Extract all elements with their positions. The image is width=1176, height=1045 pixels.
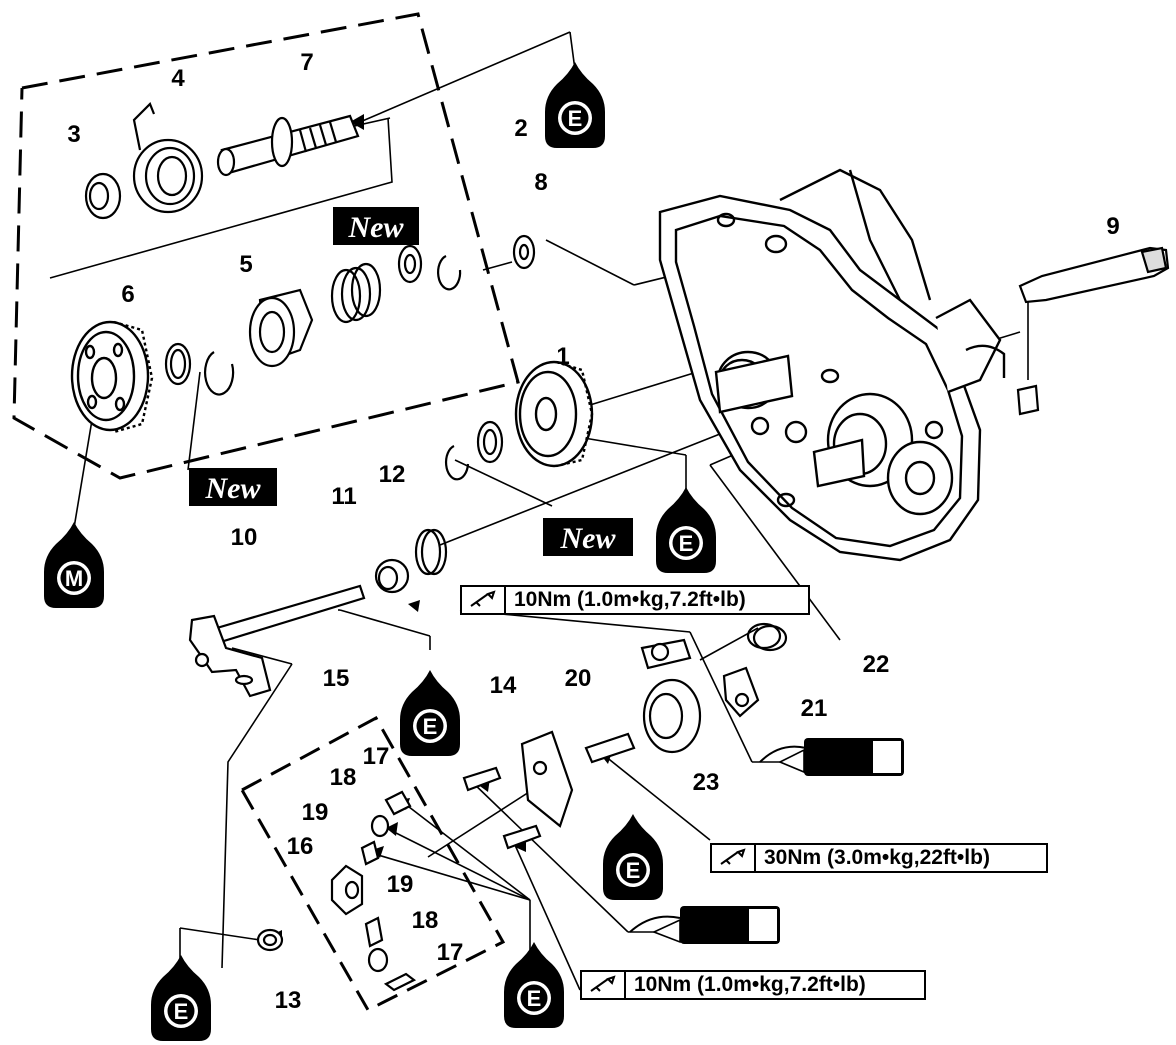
- torque-wrench-icon: [462, 587, 506, 613]
- part-rings: [164, 234, 536, 481]
- svg-text:E: E: [679, 531, 694, 556]
- locking-agent-tube-icon-1: [759, 738, 904, 776]
- part-number-19a: 19: [302, 799, 329, 826]
- part-number-19b: 19: [387, 871, 414, 898]
- torque-spec-box-1: 10Nm (1.0m•kg,7.2ft•lb): [460, 585, 810, 615]
- torque-spec-box-2: 30Nm (3.0m•kg,22ft•lb): [710, 843, 1048, 873]
- part-number-13: 13: [275, 987, 302, 1014]
- part-number-8: 8: [534, 169, 547, 196]
- part-1-gear: [514, 360, 594, 468]
- part-4-spring: [132, 102, 204, 214]
- part-number-5: 5: [239, 251, 252, 278]
- part-number-7: 7: [300, 49, 313, 76]
- engine-oil-icon-1: E: [545, 30, 605, 148]
- assembly-outline-2: [12, 12, 520, 480]
- torque-wrench-icon: [582, 972, 626, 998]
- part-number-11: 11: [331, 483, 356, 510]
- torque-spec-text-2: 30Nm (3.0m•kg,22ft•lb): [764, 846, 990, 869]
- svg-text:E: E: [527, 986, 542, 1011]
- svg-text:E: E: [423, 714, 438, 739]
- svg-text:New: New: [560, 522, 617, 555]
- assembly-outline-15: [239, 715, 506, 1012]
- part-number-10: 10: [231, 524, 258, 551]
- part-number-22: 22: [863, 651, 890, 678]
- part-number-12: 12: [379, 461, 406, 488]
- leader-lines: [49, 31, 1029, 991]
- crankcase: [658, 168, 1006, 562]
- part-number-23: 23: [693, 769, 720, 796]
- new-label-c: New: [543, 518, 633, 556]
- svg-text:E: E: [626, 858, 641, 883]
- part-spring-stack: [330, 262, 382, 324]
- part-6-gear: [70, 320, 154, 434]
- engine-oil-icon-3: E: [400, 638, 460, 756]
- part-number-1: 1: [556, 343, 569, 370]
- part-number-9: 9: [1106, 213, 1119, 240]
- part-10-shaft: [188, 584, 366, 698]
- molybdenum-grease-icon: M: [44, 490, 104, 608]
- parts-cluster-15: [256, 790, 417, 992]
- torque-spec-box-3: 10Nm (1.0m•kg,7.2ft•lb): [580, 970, 926, 1000]
- torque-spec-text-1: 10Nm (1.0m•kg,7.2ft•lb): [514, 588, 746, 611]
- part-number-2: 2: [514, 115, 527, 142]
- parts-cluster-lower: [462, 622, 788, 850]
- svg-text:E: E: [568, 106, 583, 131]
- part-number-20: 20: [565, 665, 592, 692]
- part-number-15: 15: [323, 665, 350, 692]
- part-3-collar: [84, 172, 122, 220]
- locking-agent-tube-icon-2: [629, 906, 780, 944]
- svg-text:E: E: [174, 999, 189, 1024]
- part-number-labels: 1 2 3 4 5 6 7 8 9 10 11 12 13 14 15 16 1…: [67, 49, 1119, 1014]
- part-number-18a: 18: [330, 764, 357, 791]
- part-7-shaft: [216, 114, 360, 177]
- engine-oil-icon-6: E: [504, 910, 564, 1028]
- part-number-3: 3: [67, 121, 80, 148]
- part-5-ratchet: [248, 288, 314, 368]
- part-number-4: 4: [171, 65, 185, 92]
- part-number-6: 6: [121, 281, 134, 308]
- part-number-16: 16: [287, 833, 314, 860]
- torque-wrench-icon: [712, 845, 756, 871]
- torque-spec-text-3: 10Nm (1.0m•kg,7.2ft•lb): [634, 973, 866, 996]
- svg-text:New: New: [348, 211, 405, 244]
- part-number-17b: 17: [437, 939, 464, 966]
- svg-text:New: New: [205, 472, 262, 505]
- part-number-14: 14: [490, 672, 517, 699]
- part-9-kick-lever: [1016, 246, 1170, 416]
- engine-oil-icon-2: E: [656, 455, 716, 573]
- part-number-17a: 17: [363, 743, 390, 770]
- engine-oil-icon-5: E: [151, 923, 211, 1041]
- part-number-21: 21: [801, 695, 828, 722]
- part-number-18b: 18: [412, 907, 439, 934]
- new-label-a: New: [333, 207, 419, 245]
- new-label-b: New: [189, 468, 277, 506]
- engine-oil-icon-4: E: [603, 782, 663, 900]
- part-11-12: [374, 528, 448, 594]
- svg-text:M: M: [65, 566, 83, 591]
